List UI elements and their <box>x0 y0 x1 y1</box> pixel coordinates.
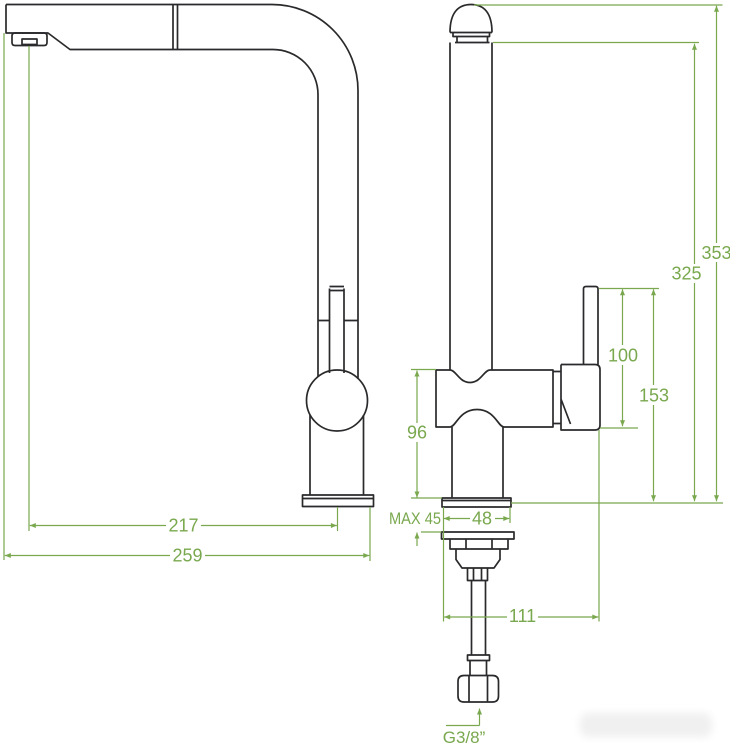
dim-base-depth-label: 111 <box>509 606 536 626</box>
front-mixer-body <box>435 369 554 428</box>
front-extension-lines <box>411 4 723 622</box>
dim-spout-height-label-bg <box>671 264 702 283</box>
front-handle <box>553 285 601 431</box>
dim-base-depth-label-bg <box>507 606 538 626</box>
side-seams-and-rod <box>172 4 365 495</box>
dim-handle-length-label-bg <box>607 345 638 365</box>
side-ball-joint <box>305 369 369 432</box>
side-spout-outline <box>5 3 359 379</box>
dim-total-height-label: 353 <box>701 243 730 263</box>
front-base-flange <box>441 427 512 508</box>
dim-max-deck-label: MAX 45 <box>389 509 441 528</box>
front-view-outline <box>435 3 601 703</box>
side-base-flange <box>301 494 375 508</box>
dim-handle-to-deck-label-bg <box>638 385 669 405</box>
dim-total-reach-label-bg <box>170 546 205 565</box>
front-view-dimensions: 96 MAX 45 48 111 100 153 325 353 G3/8” <box>388 4 730 747</box>
dim-total-reach-label: 259 <box>172 546 202 566</box>
dim-max-deck-label-bg <box>388 508 442 528</box>
dim-spout-height-label: 325 <box>671 264 701 284</box>
dim-spout-reach-label-bg <box>166 516 201 535</box>
dim-body-height-label: 96 <box>407 423 427 443</box>
dim-spout-reach-label: 217 <box>168 516 198 536</box>
dim-total-height-label-bg <box>701 243 730 262</box>
dim-handle-length-label: 100 <box>608 346 638 366</box>
side-view-dimensions: 217 259 <box>3 33 371 566</box>
side-aerator <box>11 32 48 47</box>
side-extension-lines <box>3 33 371 561</box>
thread-label: G3/8” <box>443 728 486 747</box>
dim-body-height-label-bg <box>404 423 430 442</box>
dim-handle-to-deck-label: 153 <box>639 386 669 406</box>
dim-base-width-label: 48 <box>472 509 492 529</box>
side-view-outline <box>5 3 375 508</box>
dim-base-width-label-bg <box>470 509 495 528</box>
front-dome-and-column <box>449 3 493 370</box>
watermark-blur <box>580 713 712 737</box>
